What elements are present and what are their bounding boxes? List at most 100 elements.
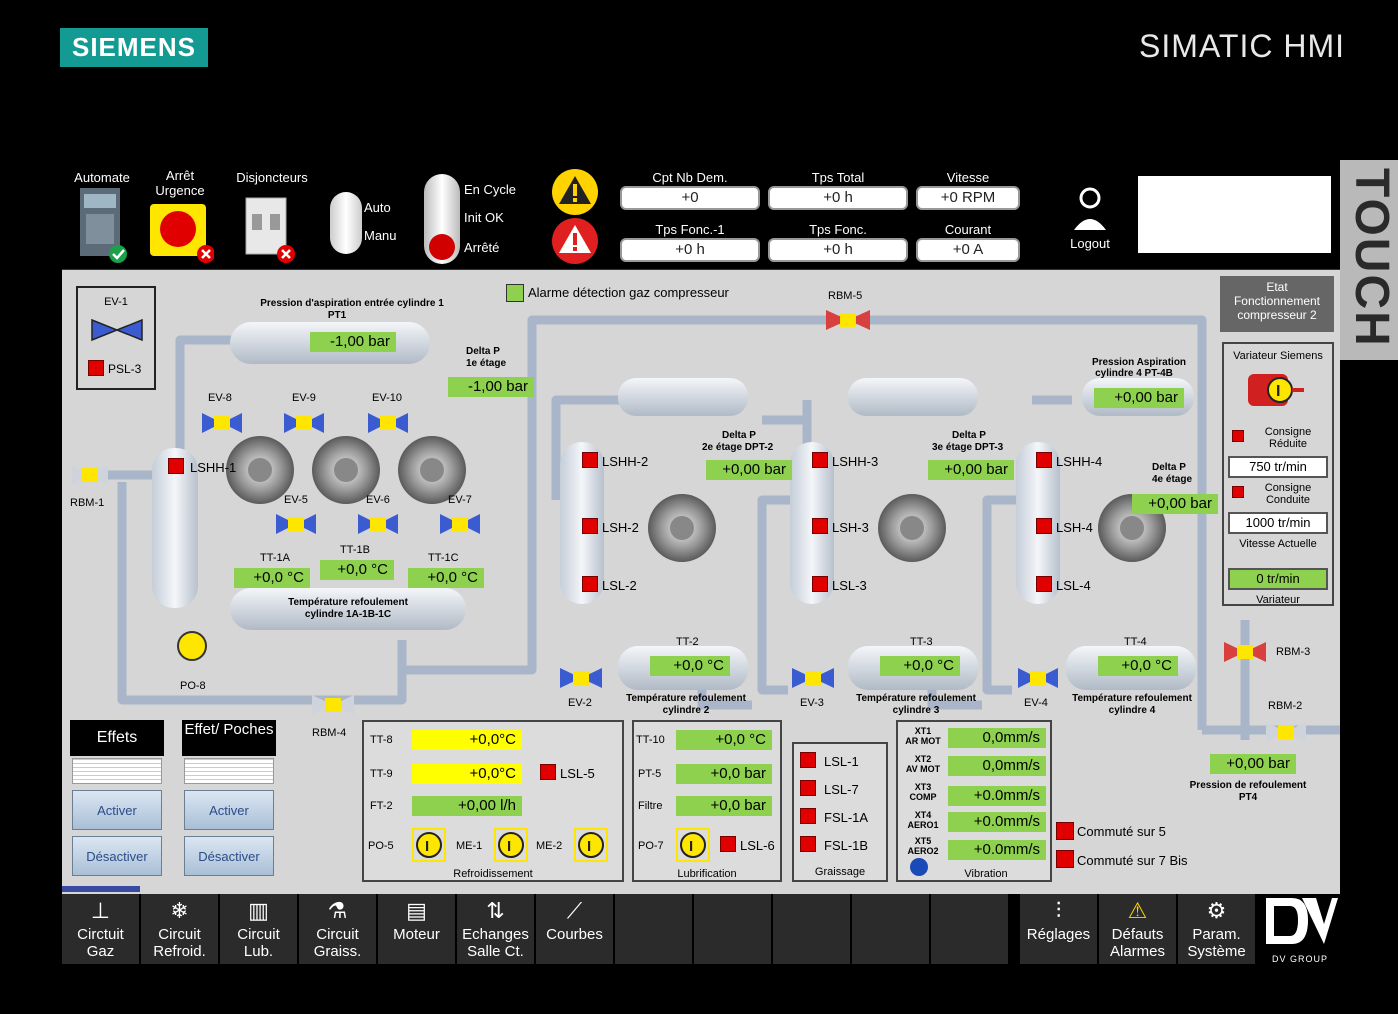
- commute5-indicator: [1056, 822, 1074, 840]
- ft2-label: FT-2: [370, 800, 393, 812]
- lsl2-label: LSL-2: [602, 578, 637, 593]
- vitesse-actuelle-label: Vitesse Actuelle: [1239, 538, 1317, 550]
- consigne-reduite-input[interactable]: 750 tr/min: [1228, 456, 1328, 478]
- commute5-label: Commuté sur 5: [1077, 824, 1166, 839]
- warning-icon[interactable]: [550, 168, 600, 216]
- pt1-value: -1,00 bar: [310, 332, 396, 352]
- po7-pump-icon[interactable]: I: [676, 828, 710, 862]
- exchange-icon: ⇅: [486, 898, 505, 923]
- xt1-value: 0,0mm/s: [948, 728, 1046, 748]
- fsl1b-indicator: [800, 836, 816, 852]
- ev2-label: EV-2: [568, 697, 592, 709]
- pt5-value: +0,0 bar: [676, 764, 772, 784]
- warning-icon: ⚠: [1127, 898, 1148, 923]
- dpt3-title: Delta P: [952, 430, 986, 441]
- alarm-icon[interactable]: [550, 216, 600, 266]
- process-synoptic: EV-1 PSL-3 Alarme détection gaz compress…: [62, 270, 1340, 894]
- ev4-label: EV-4: [1024, 697, 1048, 709]
- nav-reglages[interactable]: ⫶Réglages: [1020, 894, 1098, 964]
- counter-courant-value: +0 A: [916, 238, 1020, 262]
- counter-tps-fonc-value: +0 h: [768, 238, 908, 262]
- ev6-label: EV-6: [366, 494, 390, 506]
- effet-poches-status-bar: [184, 758, 274, 784]
- dpt2-title: Delta P: [722, 430, 756, 441]
- ev1-label: EV-1: [104, 296, 128, 308]
- automate-label: Automate: [74, 170, 130, 185]
- lshh1-indicator: [168, 458, 184, 474]
- temp2-title: Température refoulement: [626, 693, 746, 704]
- lsl5-indicator: [540, 764, 556, 780]
- me1-fan-icon[interactable]: I: [494, 828, 528, 862]
- snowflake-icon: ❄: [170, 898, 189, 923]
- chart-icon: ⟋: [566, 898, 583, 923]
- psl3-indicator: [88, 360, 104, 376]
- motor-icon: ▤: [406, 898, 427, 923]
- counter-cpt-label: Cpt Nb Dem.: [652, 170, 728, 185]
- nav-moteur[interactable]: ▤Moteur: [378, 894, 456, 964]
- logout-button[interactable]: Logout: [1066, 186, 1114, 266]
- ev7-label: EV-7: [448, 494, 472, 506]
- effets-title: Effets: [70, 720, 164, 756]
- nav-active-indicator: [62, 886, 140, 892]
- pt1-title: Pression d'aspiration entrée cylindre 1: [260, 298, 444, 309]
- etat-button[interactable]: Etat Fonctionnement compresseur 2: [1220, 276, 1334, 332]
- emergency-stop-icon[interactable]: [148, 202, 215, 263]
- effets-desactiver-button[interactable]: Désactiver: [72, 836, 162, 876]
- nav-param-systeme[interactable]: ⚙Param. Système: [1178, 894, 1256, 964]
- pt4b-sub: cylindre 4 PT-4B: [1095, 368, 1173, 379]
- tt8-value: +0,0°C: [412, 730, 522, 750]
- valve-icon: ⊥: [90, 898, 111, 923]
- nav-circuit-refroid[interactable]: ❄Circuit Refroid.: [141, 894, 219, 964]
- nav-courbes[interactable]: ⟋Courbes: [536, 894, 614, 964]
- lsl1-label: LSL-1: [824, 754, 859, 769]
- dpt3-value: +0,00 bar: [928, 460, 1014, 480]
- lsl3-indicator: [812, 576, 828, 592]
- po5-pump-icon[interactable]: I: [412, 828, 446, 862]
- temp3-title: Température refoulement: [856, 693, 976, 704]
- touch-side-label: TOUCH: [1340, 160, 1398, 360]
- plc-icon[interactable]: [74, 186, 128, 263]
- tt9-value: +0,0°C: [412, 764, 522, 784]
- state-arrete: Arrêté: [464, 240, 500, 255]
- consigne-conduite-input[interactable]: 1000 tr/min: [1228, 512, 1328, 534]
- dp1-title: Delta P: [466, 346, 500, 357]
- effets-activer-button[interactable]: Activer: [72, 790, 162, 830]
- lsl6-indicator: [720, 836, 736, 852]
- header-bar: Automate Arrêt Urgence Disjoncteurs Auto…: [62, 166, 1340, 270]
- po8-label: PO-8: [180, 680, 206, 692]
- breaker-icon[interactable]: [240, 192, 302, 264]
- nav-echanges[interactable]: ⇅Echanges Salle Ct.: [457, 894, 535, 964]
- disjoncteurs-label: Disjoncteurs: [236, 170, 308, 185]
- graissage-panel: LSL-1 LSL-7 FSL-1A FSL-1B Graissage: [792, 742, 888, 882]
- nav-empty-4: [852, 894, 930, 964]
- dp1-sub: 1e étage: [466, 358, 507, 369]
- rbm3-label: RBM-3: [1276, 646, 1311, 658]
- lshh2-indicator: [582, 452, 598, 468]
- nav-circuit-lub[interactable]: ▥Circuit Lub.: [220, 894, 298, 964]
- ev10-label: EV-10: [372, 392, 402, 404]
- motor-icon[interactable]: I: [1246, 370, 1306, 410]
- nav-empty-5: [931, 894, 1009, 964]
- temp2-sub: cylindre 2: [662, 705, 710, 716]
- me2-fan-icon[interactable]: I: [574, 828, 608, 862]
- sliders-icon: ⫶: [1055, 898, 1062, 923]
- lsl5-label: LSL-5: [560, 766, 595, 781]
- nav-circuit-gaz[interactable]: ⊥Circtuit Gaz: [62, 894, 140, 964]
- xt3-value: +0.0mm/s: [948, 786, 1046, 806]
- effet-poches-activer-button[interactable]: Activer: [184, 790, 274, 830]
- filtre-label: Filtre: [638, 800, 663, 812]
- effet-poches-desactiver-button[interactable]: Désactiver: [184, 836, 274, 876]
- logout-label: Logout: [1070, 236, 1110, 251]
- me1-label: ME-1: [456, 840, 483, 852]
- po5-label: PO-5: [368, 840, 394, 852]
- ev1-box[interactable]: EV-1 PSL-3: [76, 286, 156, 390]
- nav-circuit-graiss[interactable]: ⚗Circuit Graiss.: [299, 894, 377, 964]
- lsl6-label: LSL-6: [740, 838, 775, 853]
- tt3-label: TT-3: [910, 636, 933, 648]
- counter-vitesse-value: +0 RPM: [916, 186, 1020, 210]
- effet-poches-title: Effet/ Poches: [182, 720, 276, 756]
- mode-auto-label: Auto: [364, 200, 391, 215]
- nav-defauts-alarmes[interactable]: ⚠Défauts Alarmes: [1099, 894, 1177, 964]
- mode-switch[interactable]: [330, 192, 362, 254]
